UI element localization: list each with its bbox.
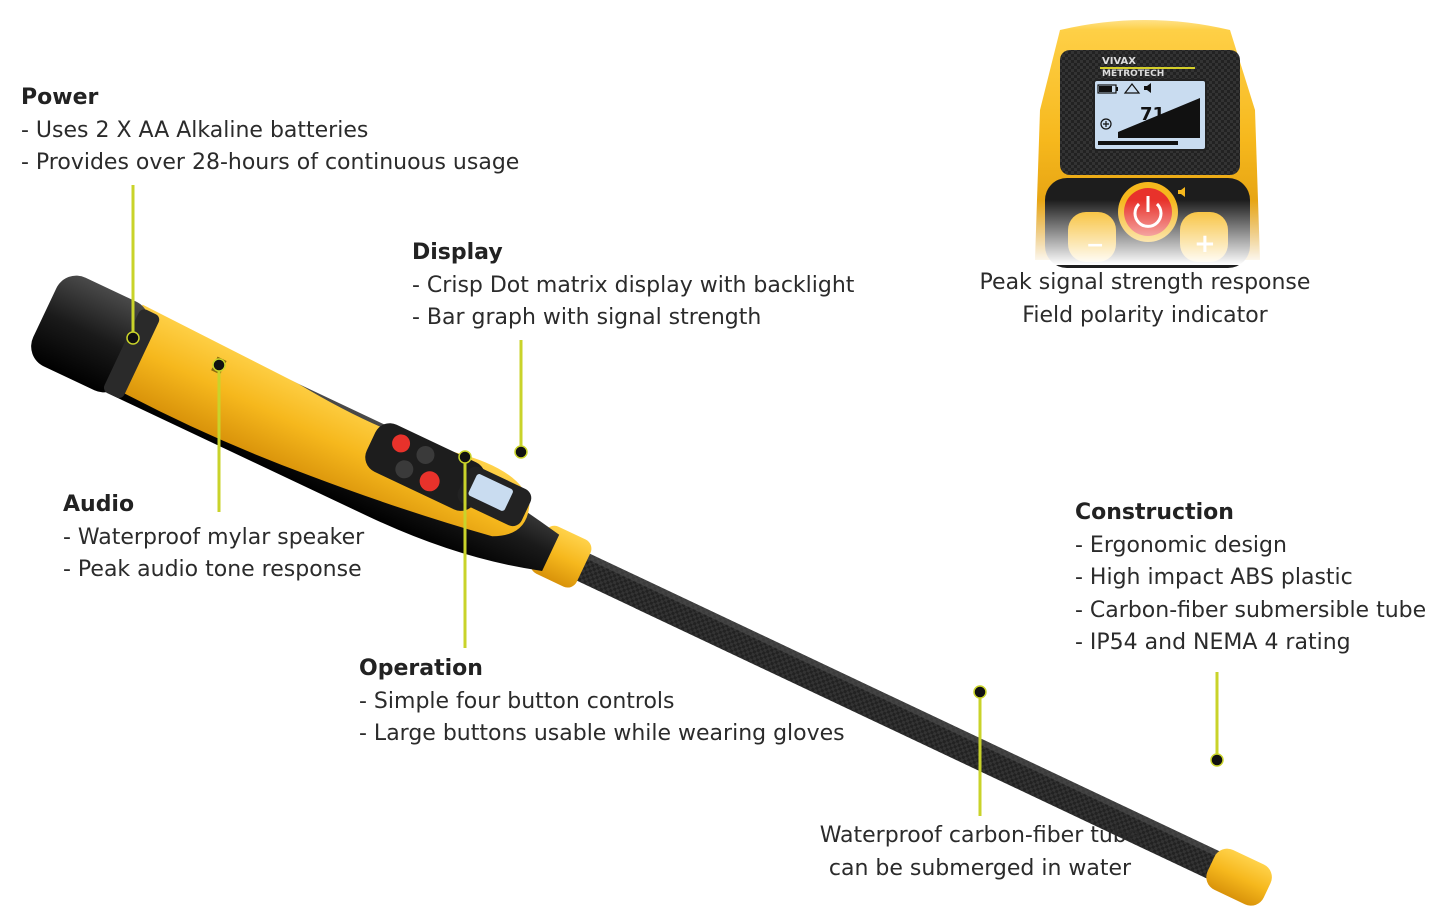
tube-line-2: can be submerged in water: [828, 855, 1132, 881]
leader-dots: [126, 331, 1224, 767]
audio-title: Audio: [63, 492, 135, 517]
brand-metrotech: METROTECH: [1102, 69, 1164, 79]
speaker-small-icon: [1144, 83, 1151, 93]
leader-lines: [131, 185, 1219, 816]
tube-callout: Waterproof carbon-fiber tube can be subm…: [790, 820, 1170, 885]
display-line-2: - Bar graph with signal strength: [412, 305, 762, 330]
polarity-plus-icon: [1100, 118, 1112, 130]
construction-line-1: - Ergonomic design: [1075, 532, 1287, 558]
closeup-line-1: Peak signal strength response: [979, 270, 1311, 295]
tube-dot: [973, 685, 987, 699]
display-line-1: - Crisp Dot matrix display with backligh…: [412, 272, 855, 298]
speaker-icon: [1178, 187, 1185, 197]
power-callout: Power - Uses 2 X AA Alkaline batteries -…: [21, 82, 519, 180]
audio-dot: [212, 358, 226, 372]
warning-icon: [1123, 83, 1141, 94]
power-dot: [126, 331, 140, 345]
signal-bar-graph: [1118, 98, 1200, 138]
display-title: Display: [412, 240, 503, 265]
closeup-line-2: Field polarity indicator: [1022, 302, 1268, 328]
audio-callout: Audio - Waterproof mylar speaker - Peak …: [63, 489, 364, 587]
carbon-fiber-tube: [562, 546, 1227, 882]
audio-line-2: - Peak audio tone response: [63, 557, 362, 582]
strength-bar: [1098, 141, 1178, 145]
operation-line-2: - Large buttons usable while wearing glo…: [359, 721, 845, 746]
operation-line-1: - Simple four button controls: [359, 688, 675, 714]
construction-line-3: - Carbon-fiber submersible tube: [1075, 597, 1427, 623]
operation-dot: [458, 450, 472, 464]
operation-title: Operation: [359, 656, 483, 681]
brand-vivax: VIVAX: [1102, 56, 1136, 67]
operation-callout: Operation - Simple four button controls …: [359, 653, 845, 751]
construction-line-4: - IP54 and NEMA 4 rating: [1075, 630, 1351, 655]
tube-line-1: Waterproof carbon-fiber tube: [819, 823, 1141, 848]
power-title: Power: [21, 85, 99, 110]
battery-icon: [1097, 84, 1118, 94]
construction-line-2: - High impact ABS plastic: [1075, 565, 1353, 590]
closeup-callout: Peak signal strength response Field pola…: [960, 267, 1330, 332]
construction-title: Construction: [1075, 500, 1234, 525]
power-line-2: - Provides over 28-hours of continuous u…: [21, 150, 520, 175]
device-closeup: VIVAX METROTECH 71 − +: [1025, 0, 1275, 268]
construction-callout: Construction - Ergonomic design - High i…: [1075, 497, 1426, 660]
audio-line-1: - Waterproof mylar speaker: [63, 524, 365, 550]
display-callout: Display - Crisp Dot matrix display with …: [412, 237, 854, 335]
construction-dot: [1210, 753, 1224, 767]
power-line-1: - Uses 2 X AA Alkaline batteries: [21, 117, 369, 143]
display-dot: [514, 445, 528, 459]
tip-cap: [1206, 848, 1272, 906]
